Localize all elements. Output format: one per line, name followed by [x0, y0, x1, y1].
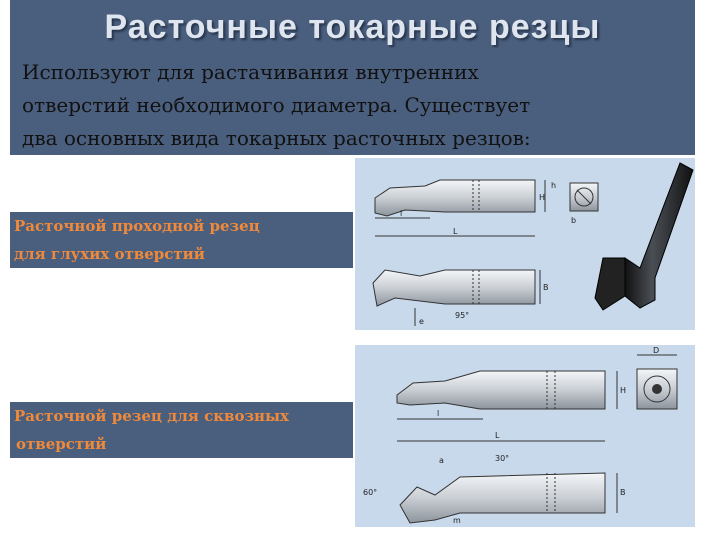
dim-label: 60° — [363, 488, 377, 497]
slide-header: Расточные токарные резцы Используют для … — [10, 0, 695, 155]
dim-label: l — [400, 209, 402, 218]
dim-label: L — [495, 431, 500, 440]
intro-line: два основных вида токарных расточных рез… — [22, 126, 531, 150]
drawing-blind-hole-cutter: l L H h b B e 95° — [355, 158, 695, 330]
intro-line: Используют для растачивания внутренних — [22, 60, 479, 84]
dim-label: a — [439, 456, 444, 465]
dim-label: B — [543, 283, 549, 292]
intro-line: отверстий необходимого диаметра. Существ… — [22, 93, 531, 117]
label-line: отверстий — [16, 435, 107, 453]
dim-label: m — [453, 516, 461, 525]
dim-label: L — [453, 227, 458, 236]
dim-label: H — [620, 386, 626, 395]
technical-drawing-1: l L H h b B e 95° — [372, 162, 694, 326]
dim-label: b — [571, 216, 576, 225]
dim-label: e — [419, 317, 424, 326]
label-line: Расточной проходной резец — [14, 217, 260, 235]
dim-label: D — [653, 346, 659, 355]
dim-label: H — [539, 193, 545, 202]
slide-title: Расточные токарные резцы — [104, 8, 601, 46]
technical-drawing-2: l L H D B 60° 30° a m — [363, 346, 678, 525]
dim-label: 30° — [495, 454, 509, 463]
drawing-through-hole-cutter: l L H D B 60° 30° a m — [355, 345, 695, 527]
dim-label: B — [620, 488, 626, 497]
label-line: для глухих отверстий — [14, 245, 205, 263]
dim-label: 95° — [455, 311, 469, 320]
dim-label: h — [551, 181, 556, 190]
dim-label: l — [437, 409, 439, 418]
intro-text: Используют для растачивания внутренних о… — [22, 56, 692, 155]
label-line: Расточной резец для сквозных — [14, 407, 289, 425]
label-through-hole-cutter: Расточной резец для сквозных отверстий — [10, 402, 353, 458]
label-blind-hole-cutter: Расточной проходной резец для глухих отв… — [10, 212, 353, 268]
